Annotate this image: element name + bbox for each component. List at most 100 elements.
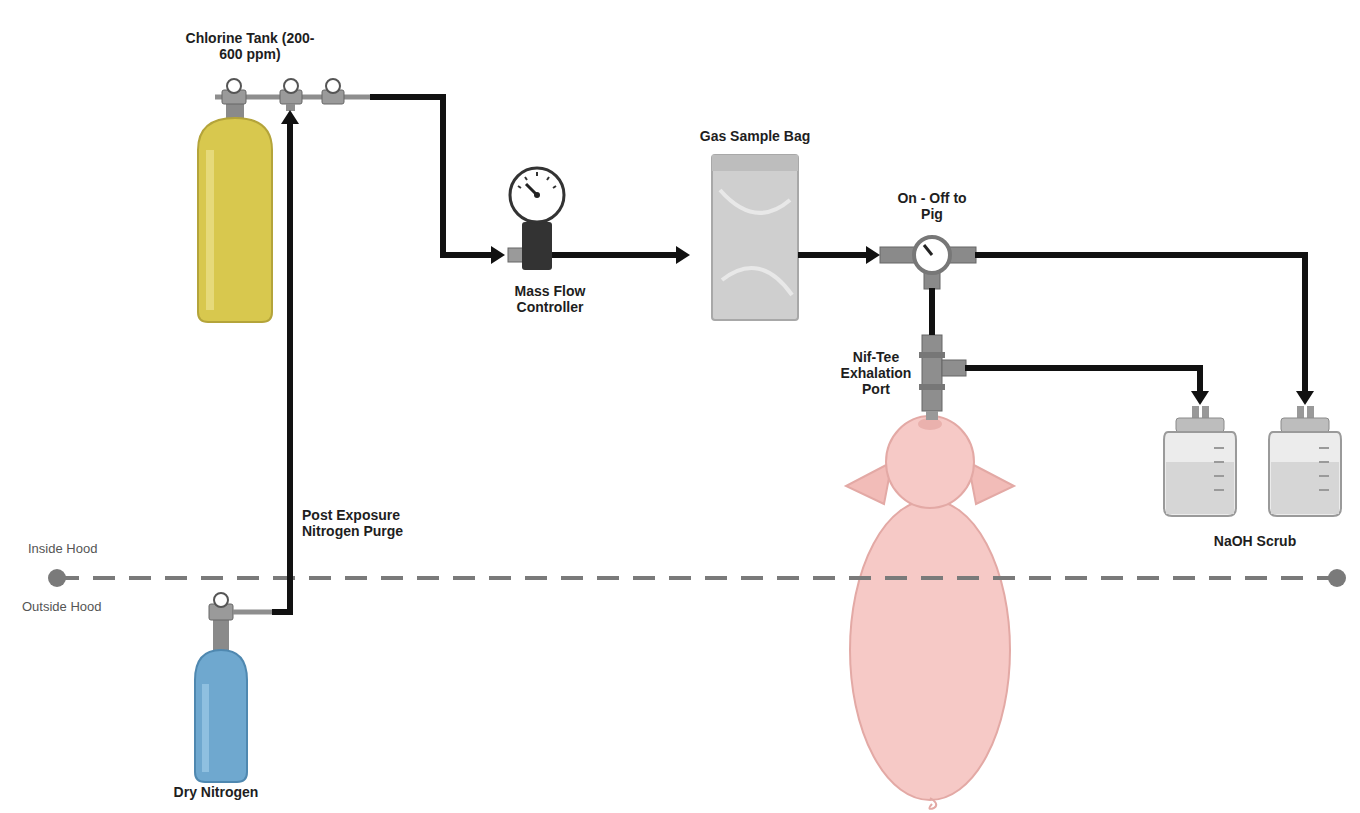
illustration-part	[1319, 448, 1329, 490]
illustration-part	[1214, 448, 1224, 490]
node-label-block: Nif-Tee Exhalation Port	[835, 349, 917, 397]
arrow-head	[866, 246, 880, 264]
node-label-block: Dry Nitrogen	[160, 784, 272, 800]
arrow-head	[281, 110, 299, 124]
illustration-part	[1176, 418, 1224, 432]
region-label: Outside Hood	[22, 599, 102, 614]
arrow-head	[1296, 391, 1314, 405]
illustration-part	[924, 245, 932, 255]
illustration-part	[922, 335, 942, 411]
illustration-part	[214, 593, 228, 607]
illustration-part	[202, 684, 209, 772]
pipe-line	[820, 252, 866, 258]
pipe-connector	[965, 368, 1209, 405]
tee-node: Nif-Tee Exhalation Port	[835, 335, 965, 420]
node-label: NaOH Scrub	[1160, 533, 1350, 549]
illustration-part	[886, 416, 974, 508]
illustration-part	[1281, 418, 1329, 432]
illustration-part	[712, 155, 798, 320]
illustration-part	[195, 650, 247, 782]
illustration-part	[522, 222, 552, 270]
illustration-part	[914, 237, 950, 273]
pipe-line	[975, 255, 1305, 391]
node-label: Dry Nitrogen	[160, 784, 272, 800]
pipe-connector	[595, 246, 690, 264]
illustration-part	[1269, 432, 1341, 516]
pipe-connector	[932, 288, 933, 335]
node-label-block: Mass Flow Controller	[505, 283, 595, 315]
illustration-part	[48, 569, 66, 587]
illustration-part	[720, 190, 792, 295]
illustration-part	[286, 104, 295, 111]
gas-sample-bag	[712, 155, 821, 320]
illustration-part	[1271, 462, 1339, 514]
region-label: Inside Hood	[28, 541, 97, 556]
nitrogen-node: Dry Nitrogen	[160, 598, 272, 808]
illustration-part	[968, 462, 1014, 504]
scrubber-node: NaOH Scrub	[1160, 405, 1350, 555]
illustration-part	[534, 192, 540, 198]
pipe-line	[272, 124, 290, 612]
valve-node: On - Off to Pig	[880, 188, 975, 288]
controller-node: Mass Flow Controller	[505, 165, 595, 317]
illustration-part	[57, 576, 1337, 580]
node-label: Nif-Tee Exhalation Port	[835, 349, 917, 397]
illustration-part	[846, 462, 892, 504]
illustration-part	[712, 155, 798, 171]
illustration-part	[919, 384, 945, 390]
pipe-line	[965, 368, 1200, 391]
illustration-part	[326, 79, 340, 93]
illustration-part	[1164, 406, 1236, 516]
illustration-part	[1164, 432, 1236, 516]
tank-node: Chlorine Tank (200-600 ppm)	[175, 28, 370, 110]
illustration-part	[948, 247, 976, 263]
nif-tee-port	[919, 335, 966, 420]
illustration-part	[880, 247, 916, 263]
arrow-head	[491, 246, 505, 264]
node-label-block: NaOH Scrub	[1160, 533, 1350, 549]
illustration-part	[213, 620, 229, 652]
illustration-part	[926, 411, 938, 420]
pig-figure	[846, 416, 1014, 809]
illustration-part	[198, 118, 272, 322]
illustration-part	[233, 610, 272, 615]
node-label-block: Gas Sample Bag	[690, 128, 820, 144]
illustration-part	[227, 79, 241, 93]
pipe-label: Post Exposure Nitrogen Purge	[300, 506, 444, 540]
illustration-part	[518, 172, 556, 188]
illustration-part	[552, 252, 596, 258]
illustration-part	[1166, 462, 1234, 514]
illustration-part	[206, 150, 214, 310]
arrow-head	[676, 246, 690, 264]
arrow-head	[1191, 391, 1209, 405]
node-label-block: Chlorine Tank (200-600 ppm)	[175, 30, 325, 62]
naoh-scrub-jars	[1164, 406, 1341, 516]
chlorine-cylinder	[198, 79, 370, 322]
illustration-part	[1328, 569, 1346, 587]
illustration-part	[798, 252, 821, 258]
illustration-part	[942, 360, 966, 376]
node-label: Mass Flow Controller	[505, 283, 595, 315]
node-label: Gas Sample Bag	[690, 128, 820, 144]
bag-node: Gas Sample Bag	[690, 128, 820, 323]
mass-flow-controller	[508, 168, 596, 270]
nitrogen-cylinder	[195, 593, 272, 782]
illustration-part	[919, 352, 945, 358]
illustration-part	[929, 798, 936, 809]
on-off-valve	[880, 237, 976, 289]
node-label: Chlorine Tank (200-600 ppm)	[175, 30, 325, 62]
pipe-connector	[975, 255, 1314, 405]
pipe-line	[929, 288, 935, 335]
illustration-part	[1269, 406, 1341, 516]
pipe-connector	[272, 110, 299, 612]
pipe-connector	[820, 246, 880, 264]
pipe-line	[370, 97, 491, 255]
illustration-part	[510, 168, 564, 222]
hood-boundary	[48, 569, 1346, 587]
illustration-part	[508, 248, 524, 262]
pipe-line	[595, 252, 676, 258]
illustration-part	[850, 500, 1010, 800]
